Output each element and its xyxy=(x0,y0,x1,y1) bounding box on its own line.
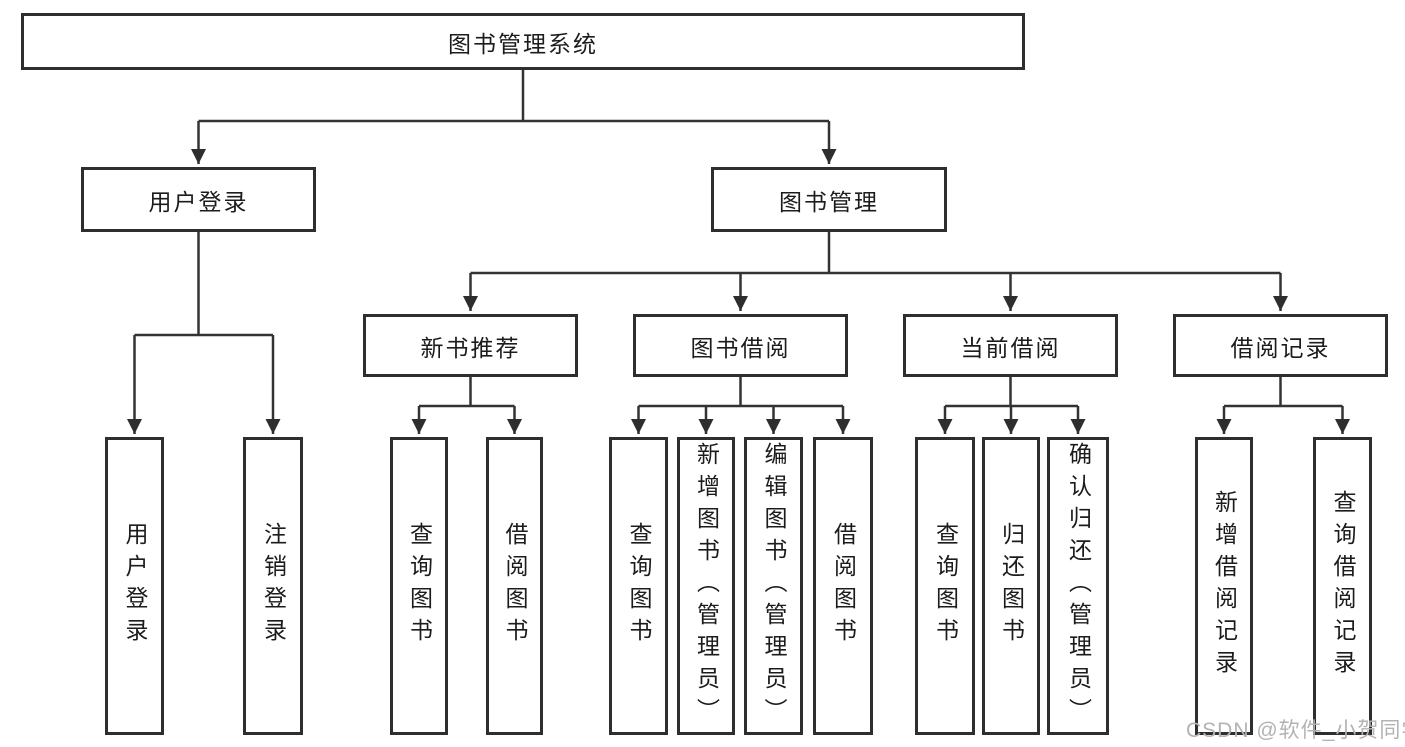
leaf-borrowing-query-books: 查询图书 xyxy=(609,437,668,735)
leaf-borrowing-add-books-admin: 新增图书（管理员） xyxy=(677,437,735,735)
node-borrowing-records: 借阅记录 xyxy=(1173,314,1388,377)
leaf-records-add-record: 新增借阅记录 xyxy=(1195,437,1253,735)
node-root-system: 图书管理系统 xyxy=(21,13,1025,70)
leaf-current-query-books: 查询图书 xyxy=(915,437,975,735)
leaf-records-query-record: 查询借阅记录 xyxy=(1313,437,1372,735)
node-new-book-recommend: 新书推荐 xyxy=(363,314,578,377)
leaf-borrowing-borrow-books: 借阅图书 xyxy=(813,437,873,735)
node-book-management: 图书管理 xyxy=(711,167,947,232)
leaf-newbooks-query-books: 查询图书 xyxy=(390,437,448,735)
leaf-borrowing-edit-books-admin: 编辑图书（管理员） xyxy=(744,437,803,735)
node-book-borrowing: 图书借阅 xyxy=(633,314,848,377)
leaf-current-return-books: 归还图书 xyxy=(982,437,1040,735)
leaf-current-confirm-return-admin: 确认归还（管理员） xyxy=(1047,437,1109,735)
node-current-borrowing: 当前借阅 xyxy=(903,314,1118,377)
leaf-user-login: 用户登录 xyxy=(105,437,164,735)
leaf-logout: 注销登录 xyxy=(243,437,303,735)
leaf-newbooks-borrow-books: 借阅图书 xyxy=(486,437,543,735)
node-user-login: 用户登录 xyxy=(81,167,316,232)
csdn-watermark: CSDN @软件_小贺同学 xyxy=(1186,719,1405,742)
